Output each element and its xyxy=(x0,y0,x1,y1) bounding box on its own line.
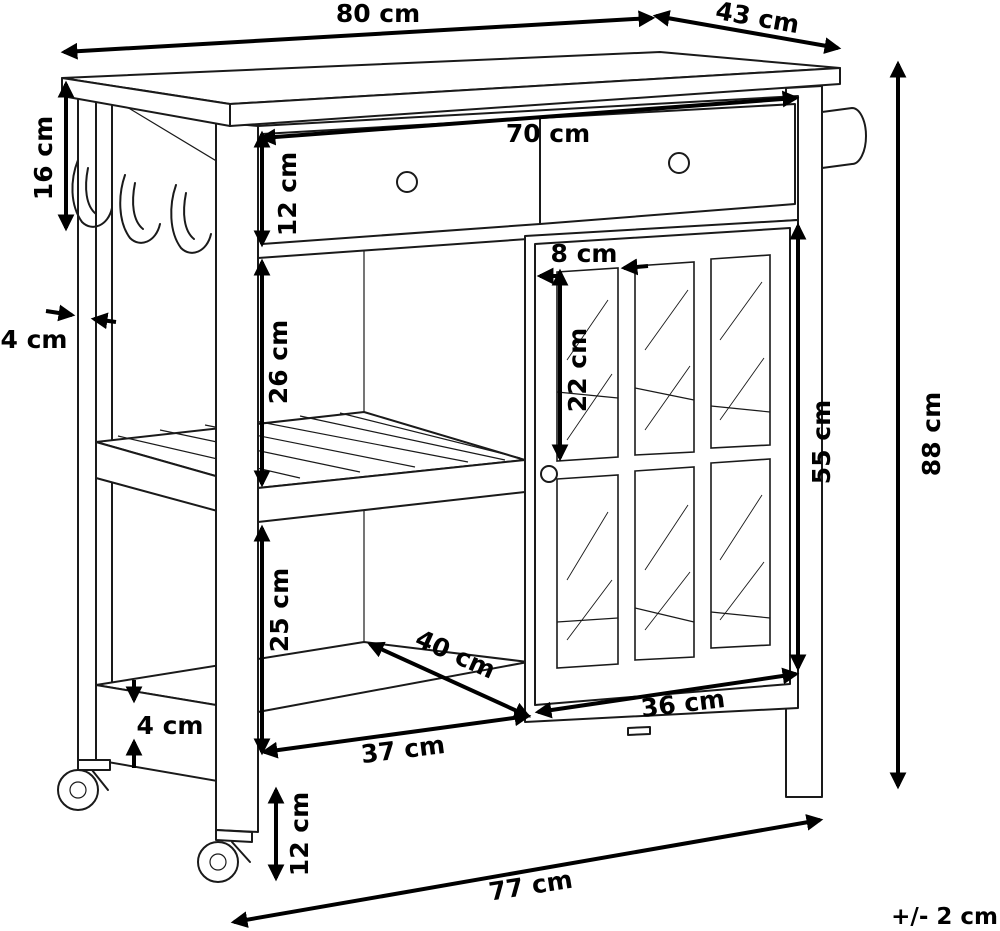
towel-bar xyxy=(821,107,867,169)
label-drawer-width: 70 cm xyxy=(506,119,590,148)
label-hooks-height: 16 cm xyxy=(29,116,58,200)
label-drawer-height: 12 cm xyxy=(273,152,302,236)
dim-line-shelf-depth xyxy=(366,641,532,719)
dim-line-depth xyxy=(652,10,842,54)
label-clearance: 12 cm xyxy=(285,792,314,876)
back-left-leg-side xyxy=(95,94,113,761)
door-glass-panes xyxy=(556,254,771,669)
dim-line-drawer-width xyxy=(258,90,800,146)
label-width: 80 cm xyxy=(336,0,420,28)
drawer-knob-left xyxy=(396,171,418,193)
label-pane-height: 22 cm xyxy=(563,328,592,412)
dim-line-base-width xyxy=(230,814,824,928)
dim-line-width xyxy=(60,10,656,60)
dim-line-leg-outer xyxy=(45,304,76,322)
tolerance-note: +/- 2 cm xyxy=(891,904,998,930)
label-cabinet-height: 55 cm xyxy=(807,400,836,484)
dimension-lines xyxy=(45,10,907,928)
front-caster xyxy=(197,829,253,883)
drawer-knob-right xyxy=(668,152,690,174)
left-caster xyxy=(57,759,111,811)
label-leg-thickness: 4 cm xyxy=(1,325,68,354)
kitchen-cart-illustration xyxy=(57,51,867,883)
door-knob xyxy=(540,465,558,483)
label-pane-width: 8 cm xyxy=(551,239,618,268)
front-left-leg xyxy=(215,121,259,833)
dim-line-pane-right xyxy=(620,258,649,276)
dim-line-cabinet-width xyxy=(534,667,800,719)
dim-line-leg-inner xyxy=(90,312,117,330)
label-shelf-thickness: 4 cm xyxy=(137,711,204,740)
label-upper-gap: 26 cm xyxy=(264,320,293,404)
dim-line-shelf-width xyxy=(260,709,532,759)
label-base-width: 77 cm xyxy=(487,865,575,907)
label-lower-gap: 25 cm xyxy=(265,568,294,652)
door-stopper xyxy=(627,726,651,736)
label-total-height: 88 cm xyxy=(917,392,946,476)
